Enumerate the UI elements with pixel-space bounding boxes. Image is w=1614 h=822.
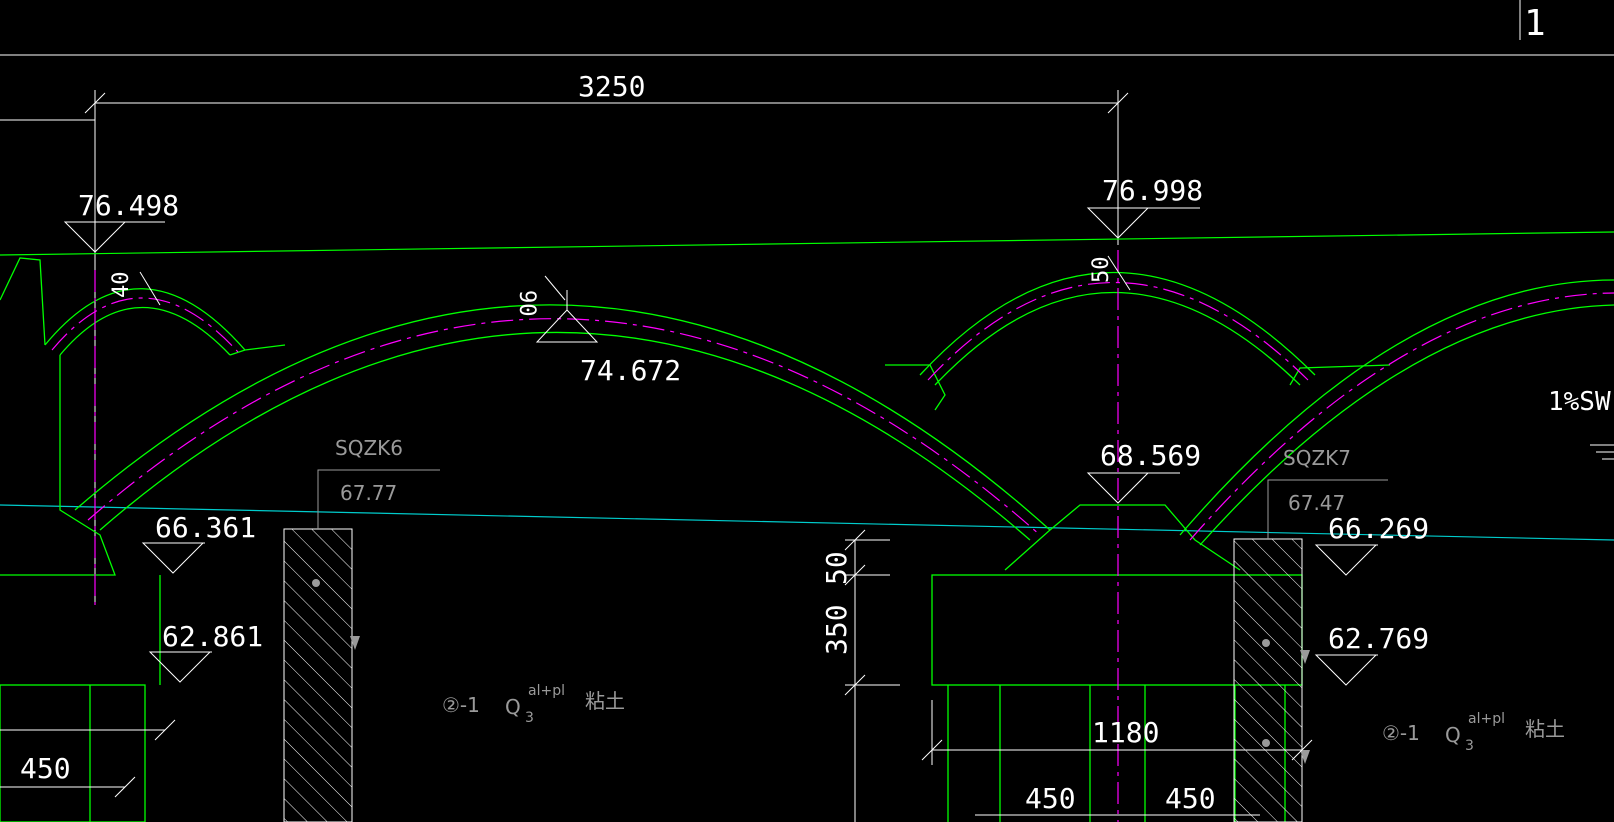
span-dimension-label: 3250 <box>578 70 645 103</box>
pile-mid-a-label: 450 <box>1025 782 1076 815</box>
arch-rise-mid-label: 50 <box>1089 257 1114 284</box>
svg-text:粘土: 粘土 <box>585 689 625 713</box>
svg-text:al+pl: al+pl <box>1468 711 1505 727</box>
elevation-markers <box>63 207 1378 686</box>
slope-label: 1%SW <box>1548 387 1611 417</box>
sheet-mark: 1 <box>1524 3 1546 44</box>
pile-mid-b-label: 450 <box>1165 782 1216 815</box>
elev-springing-mid: 68.569 <box>1100 439 1201 472</box>
elev-arch-crown: 74.672 <box>580 354 681 387</box>
elev-springing-right: 66.269 <box>1328 512 1429 545</box>
soil-layer-right: ②-1 Q 3 al+pl 粘土 <box>1382 711 1565 754</box>
borehole-sqzk6[interactable]: SQZK6 67.77 <box>283 436 440 822</box>
arch-rise-left-label: 40 <box>109 272 134 299</box>
borehole-elevation: 67.47 <box>1288 491 1345 515</box>
pier-cap-350-label: 350 <box>820 604 853 655</box>
soil-layer-left: ②-1 Q 3 al+pl 粘土 <box>442 683 625 726</box>
elev-deck-left: 76.498 <box>78 189 179 222</box>
borehole-elevation: 67.77 <box>340 481 397 505</box>
title-border: 1 <box>0 0 1614 56</box>
pier-cap-50-label: 50 <box>820 551 853 585</box>
elev-springing-left: 66.361 <box>155 511 256 544</box>
slope-marker <box>1590 444 1614 460</box>
pier-width-label: 1180 <box>1092 716 1159 749</box>
deck-line <box>0 231 1614 256</box>
borehole-sqzk7[interactable]: SQZK7 67.47 <box>1233 446 1388 822</box>
arch-dim-ticks <box>139 255 1131 306</box>
ground-line <box>0 504 1614 541</box>
svg-text:②-1: ②-1 <box>1382 721 1420 745</box>
svg-text:3: 3 <box>525 710 534 726</box>
elev-deck-mid: 76.998 <box>1102 174 1203 207</box>
svg-text:al+pl: al+pl <box>528 683 565 699</box>
svg-text:3: 3 <box>1465 738 1474 754</box>
arch-centerline <box>51 250 1614 822</box>
svg-text:粘土: 粘土 <box>1525 717 1565 741</box>
borehole-id: SQZK7 <box>1283 446 1351 470</box>
pile-left-label: 450 <box>20 752 71 785</box>
svg-text:②-1: ②-1 <box>442 693 480 717</box>
svg-text:Q: Q <box>505 695 521 719</box>
svg-text:Q: Q <box>1445 723 1461 747</box>
elev-base-left: 62.861 <box>162 620 263 653</box>
pier-width-dimension <box>0 700 1313 816</box>
pier-cap-dimension <box>844 529 900 822</box>
arch-thickness-label: 90 <box>514 290 539 317</box>
borehole-id: SQZK6 <box>335 436 403 460</box>
elev-base-right: 62.769 <box>1328 622 1429 655</box>
